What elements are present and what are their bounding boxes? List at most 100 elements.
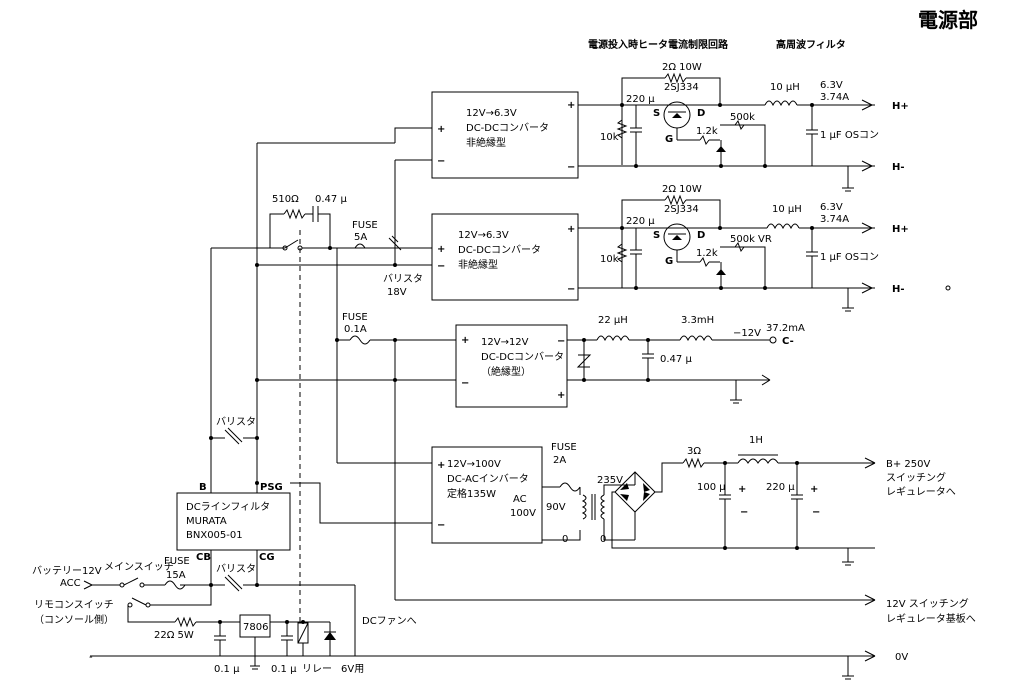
- dcdc-converter-1: [431, 91, 579, 179]
- ch1-conv-line1: 12V→6.3V: [466, 108, 517, 119]
- ch2-in-plus: +: [437, 244, 445, 255]
- line-filter-area: DCラインフィルタ MURATA BNX005-01 B PSG CB CG バ…: [176, 416, 356, 656]
- ch2-fet-label: 2SJ334: [664, 204, 699, 215]
- channel-3: FUSE 0.1A 12V→12V DC-DCコンバータ （絶縁型） + − −…: [342, 312, 805, 408]
- ch1-conv-line2: DC-DCコンバータ: [466, 122, 549, 134]
- input-section: バッテリー12V ACC メインスイッチ FUSE 15A リモコンスイッチ （…: [32, 556, 417, 675]
- ch3-terminal-cminus: C-: [782, 336, 794, 347]
- ch2-cap-label: 220 μ: [626, 216, 655, 227]
- ch1-in-minus: −: [437, 156, 445, 167]
- dcdc-converter-2: [431, 213, 579, 301]
- ch3-out-voltage: −12V: [733, 328, 761, 339]
- ch1-out-minus: −: [567, 162, 575, 173]
- ch4-tap-90v: 90V: [546, 502, 566, 513]
- ch2-out-voltage: 6.3V: [820, 202, 843, 213]
- channel-2: 12V→6.3V DC-DCコンバータ 非絶縁型 + − + −: [431, 184, 909, 312]
- ch4-zero-secondary: 0: [600, 534, 606, 545]
- dcdc-converter-3: [455, 324, 568, 408]
- line-filter-pin-cb: CB: [196, 552, 211, 563]
- cap-01b-label: 0.1 μ: [271, 664, 297, 675]
- ch4-in-plus: +: [437, 460, 445, 471]
- ch4-in-minus: −: [437, 520, 445, 531]
- ch2-g-label: G: [665, 256, 673, 267]
- remote-switch-label: リモコンスイッチ: [34, 599, 114, 611]
- dcac-inverter: [431, 446, 543, 544]
- ch1-s-label: S: [653, 108, 660, 119]
- ch3-conv-line2: DC-DCコンバータ: [481, 351, 564, 363]
- ch4-fuse-value: 2A: [553, 455, 566, 466]
- ch4-l1-label: 1H: [749, 435, 763, 446]
- ch4-out-desc-1: スイッチング: [886, 471, 946, 484]
- ch2-terminal-hminus: H-: [892, 284, 905, 295]
- varistor-bottom-label: バリスタ: [216, 563, 256, 575]
- fuse-5a-label: FUSE: [352, 220, 378, 231]
- ch4-c1-plus: +: [738, 484, 746, 495]
- line-filter-line3: BNX005-01: [186, 530, 243, 541]
- cap-047-label: 0.47 μ: [315, 194, 347, 205]
- input-fuse-value: 15A: [166, 570, 186, 581]
- ch1-terminal-hplus: H+: [892, 101, 909, 112]
- dc-fan-label: DCファンへ: [362, 616, 417, 627]
- page-title: 電源部: [918, 8, 978, 32]
- ch2-out-cap-label: 1 μF OSコン: [820, 252, 879, 263]
- channel-4: 12V→100V DC-ACインバータ 定格135W AC 100V + − F…: [431, 435, 956, 566]
- remote-switch-sub-label: （コンソール側）: [34, 613, 114, 626]
- cap-01a-label: 0.1 μ: [214, 664, 240, 675]
- ch2-d-label: D: [697, 230, 705, 241]
- varistor-18v-label: バリスタ: [383, 273, 423, 285]
- regulator-7806-label: 7806: [243, 622, 268, 633]
- dc-line-filter: [176, 492, 291, 551]
- ch1-out-voltage: 6.3V: [820, 80, 843, 91]
- ch4-c1-label: 100 μ: [697, 482, 726, 493]
- ch4-c2-plus: +: [810, 484, 818, 495]
- line-filter-pin-psg: PSG: [260, 482, 283, 493]
- ch2-conv-line3: 非絶縁型: [458, 258, 498, 271]
- ch4-out-desc-2: レギュレータへ: [886, 486, 956, 498]
- ch3-cap-label: 0.47 μ: [660, 354, 692, 365]
- fuse-5a-value: 5A: [354, 232, 367, 243]
- ch4-out-b250v: B+ 250V: [886, 459, 931, 470]
- ch1-terminal-hminus: H-: [892, 162, 905, 173]
- ch1-g-label: G: [665, 134, 673, 145]
- ch3-out-current: 37.2mA: [766, 323, 805, 334]
- varistor-top-label: バリスタ: [216, 416, 256, 428]
- ch2-inductor-label: 10 μH: [772, 204, 802, 215]
- ch3-conv-line1: 12V→12V: [481, 337, 529, 348]
- resistor-22-label: 22Ω 5W: [154, 630, 194, 641]
- ch3-conv-line3: （絶縁型）: [481, 365, 531, 378]
- 6v-label: 6V用: [341, 664, 364, 675]
- resistor-510-label: 510Ω: [272, 194, 299, 205]
- junction-dots: [209, 263, 397, 485]
- ch2-r-mid-label: 1.2k: [696, 248, 718, 259]
- ch2-out-plus: +: [567, 224, 575, 235]
- ch2-conv-line1: 12V→6.3V: [458, 230, 509, 241]
- ch3-l2-label: 3.3mH: [681, 315, 714, 326]
- ch2-s-label: S: [653, 230, 660, 241]
- ch4-c2-label: 220 μ: [766, 482, 795, 493]
- ch2-out-current: 3.74A: [820, 214, 849, 225]
- ch4-inv-line3: 定格135W: [447, 487, 496, 500]
- ch1-out-current: 3.74A: [820, 92, 849, 103]
- ch1-inductor-label: 10 μH: [770, 82, 800, 93]
- ch4-inv-line2: DC-ACインバータ: [447, 473, 529, 485]
- ch1-conv-line3: 非絶縁型: [466, 136, 506, 149]
- ch1-cap-label: 220 μ: [626, 94, 655, 105]
- ch4-ac-label: AC: [513, 494, 527, 505]
- ch1-r-left-label: 10k: [600, 132, 619, 143]
- ch1-out-plus: +: [567, 100, 575, 111]
- ch4-ac-value: 100V: [510, 508, 536, 519]
- ch4-r3-label: 3Ω: [687, 446, 701, 457]
- acc-label: ACC: [60, 578, 81, 589]
- ch2-vr-label: 500k VR: [730, 234, 772, 245]
- ch3-fuse-value: 0.1A: [344, 324, 367, 335]
- inrush-section-label: 電源投入時ヒータ電流制限回路: [588, 38, 729, 51]
- main-switch-label: メインスイッチ: [104, 561, 174, 573]
- ch2-in-minus: −: [437, 261, 445, 272]
- ch1-d-label: D: [697, 108, 705, 119]
- ch4-inv-line1: 12V→100V: [447, 459, 501, 470]
- ch3-fuse-label: FUSE: [342, 312, 368, 323]
- ch3-in-plus: +: [461, 335, 469, 346]
- ch1-out-cap-label: 1 μF OSコン: [820, 130, 879, 141]
